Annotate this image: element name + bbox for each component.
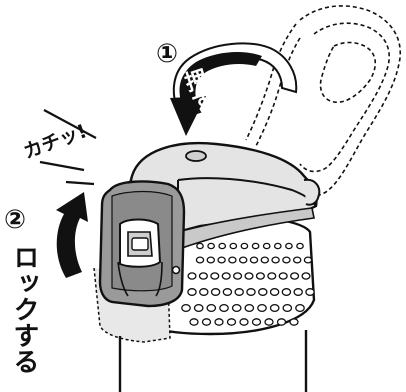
lid-hole: [220, 305, 228, 312]
lid-hole: [229, 257, 236, 263]
lid-hole: [188, 289, 196, 296]
step2-label: ロックする: [9, 244, 39, 374]
lid-hole: [253, 319, 261, 325]
lid-hole: [257, 273, 265, 279]
lid-hole: [207, 305, 215, 312]
lid-hole: [245, 273, 253, 279]
lid-hole: [211, 273, 219, 279]
lid-hole: [294, 289, 302, 296]
lid-hole: [241, 243, 247, 248]
lid-hole: [200, 289, 208, 296]
lid-hole: [261, 257, 268, 263]
lid-hole: [283, 305, 291, 312]
lid-hole: [302, 273, 310, 279]
lid-hole: [208, 243, 214, 248]
lid-hole: [234, 273, 242, 279]
curved-lock-arrow-icon: [56, 192, 88, 278]
lid-hole: [265, 319, 273, 325]
lid-hole: [245, 305, 253, 312]
lid-hole: [233, 305, 241, 312]
lid-hole: [240, 319, 248, 325]
lid-hole: [240, 257, 247, 263]
lid-hole: [304, 257, 311, 263]
lid-hole: [215, 319, 223, 325]
lid-hole: [207, 257, 214, 263]
lid-hole: [196, 257, 203, 263]
lid-hole: [195, 305, 203, 312]
lid-hole: [294, 257, 301, 263]
lid-hole: [271, 305, 279, 312]
lid-hole: [200, 273, 208, 279]
lid-hole: [272, 257, 279, 263]
lid-hole: [247, 289, 255, 296]
lid-hole: [286, 243, 292, 248]
lid-hole: [279, 273, 287, 279]
lid-hole: [271, 289, 279, 296]
lid-hole: [278, 319, 286, 325]
lid-hole: [258, 305, 266, 312]
lid-hole: [219, 243, 225, 248]
lid-hole: [259, 289, 267, 296]
click-sound-text: カチッ!: [21, 120, 90, 163]
lid-hole: [306, 289, 314, 296]
lid-hole: [275, 243, 281, 248]
lid-hole: [291, 273, 299, 279]
step2-number: ②: [4, 205, 26, 235]
lid-hole: [282, 289, 290, 296]
lid-hole: [283, 257, 290, 263]
lid-hole: [252, 243, 258, 248]
lid-hole: [212, 289, 220, 296]
lid-hole: [264, 243, 270, 248]
step1-number: ①: [156, 39, 178, 69]
lid-hole: [268, 273, 276, 279]
lid-hole: [222, 273, 230, 279]
lid-hole: [190, 319, 198, 325]
lid-hole: [230, 243, 236, 248]
lid-hole: [188, 273, 196, 279]
lid-hole: [296, 305, 304, 312]
lid-hole: [250, 257, 257, 263]
lid-hole: [197, 243, 203, 248]
lid-hole: [297, 243, 303, 248]
lid-hole: [235, 289, 243, 296]
lid-hole: [203, 319, 211, 325]
lid-hole: [182, 305, 190, 312]
lid-hole: [228, 319, 236, 325]
lid-hole: [223, 289, 231, 296]
lid-hole: [290, 319, 298, 325]
lid-hole: [218, 257, 225, 263]
